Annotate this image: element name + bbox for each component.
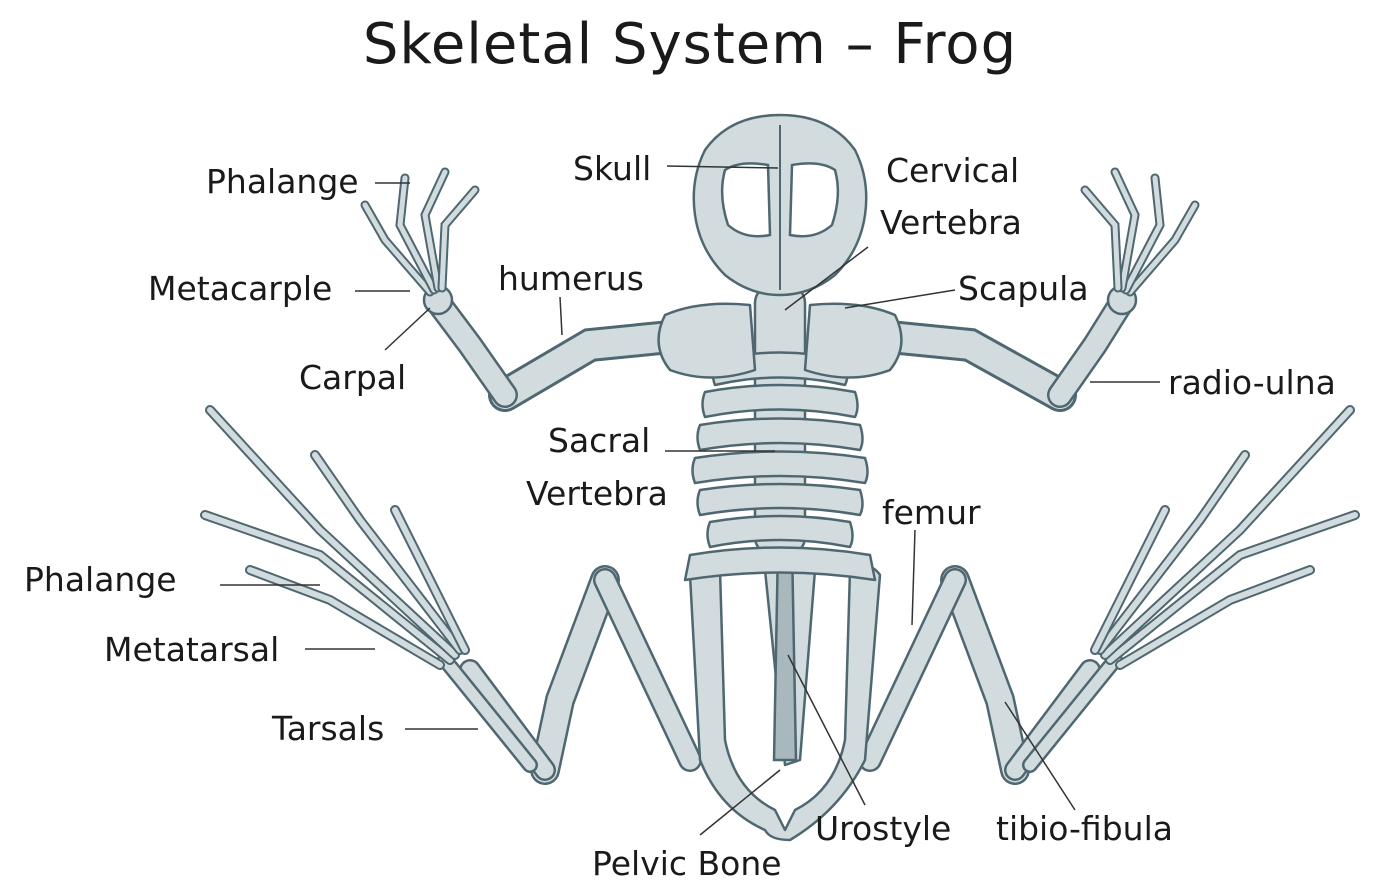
- label-tarsals: Tarsals: [272, 709, 385, 748]
- label-sacral: Sacral: [548, 421, 651, 460]
- label-femur: femur: [882, 493, 981, 532]
- left-tibio-fibula: [593, 568, 702, 772]
- label-carpal: Carpal: [299, 358, 407, 397]
- vertebral-column: [683, 283, 877, 582]
- left-foot-digits: [200, 405, 470, 670]
- urostyle: [772, 543, 798, 762]
- right-tarsals: [1004, 652, 1123, 781]
- label-metatarsal: Metatarsal: [104, 630, 280, 669]
- left-hand: [360, 167, 480, 316]
- left-femur: [530, 565, 620, 785]
- label-phalange-foot: Phalange: [24, 560, 177, 599]
- left-humerus: [488, 318, 707, 412]
- left-tarsals: [437, 652, 556, 781]
- right-radio-ulna: [1047, 292, 1133, 408]
- right-hand: [1080, 167, 1200, 316]
- label-radio-ulna: radio-ulna: [1168, 363, 1336, 402]
- label-skull: Skull: [573, 149, 652, 188]
- diagram-title: Skeletal System – Frog: [362, 12, 1018, 77]
- label-phalange-hand: Phalange: [206, 162, 359, 201]
- leader-lines: [220, 165, 1160, 836]
- skull: [692, 113, 868, 297]
- label-urostyle: Urostyle: [815, 809, 952, 848]
- right-femur: [940, 565, 1030, 785]
- label-pelvic-bone: Pelvic Bone: [592, 844, 782, 883]
- right-tibio-fibula: [858, 568, 967, 772]
- label-cervical-vertebra: Vertebra: [880, 203, 1022, 242]
- label-humerus: humerus: [498, 259, 644, 298]
- label-tibio-fibula: tibio-fibula: [996, 809, 1173, 848]
- label-sacral-vertebra: Vertebra: [526, 474, 668, 513]
- right-humerus: [853, 318, 1077, 412]
- label-scapula: Scapula: [958, 269, 1089, 308]
- right-foot-digits: [1090, 405, 1360, 670]
- label-cervical: Cervical: [886, 151, 1020, 190]
- label-metacarple: Metacarple: [148, 269, 333, 308]
- left-radio-ulna: [427, 292, 518, 408]
- shoulder-girdle: [657, 302, 903, 379]
